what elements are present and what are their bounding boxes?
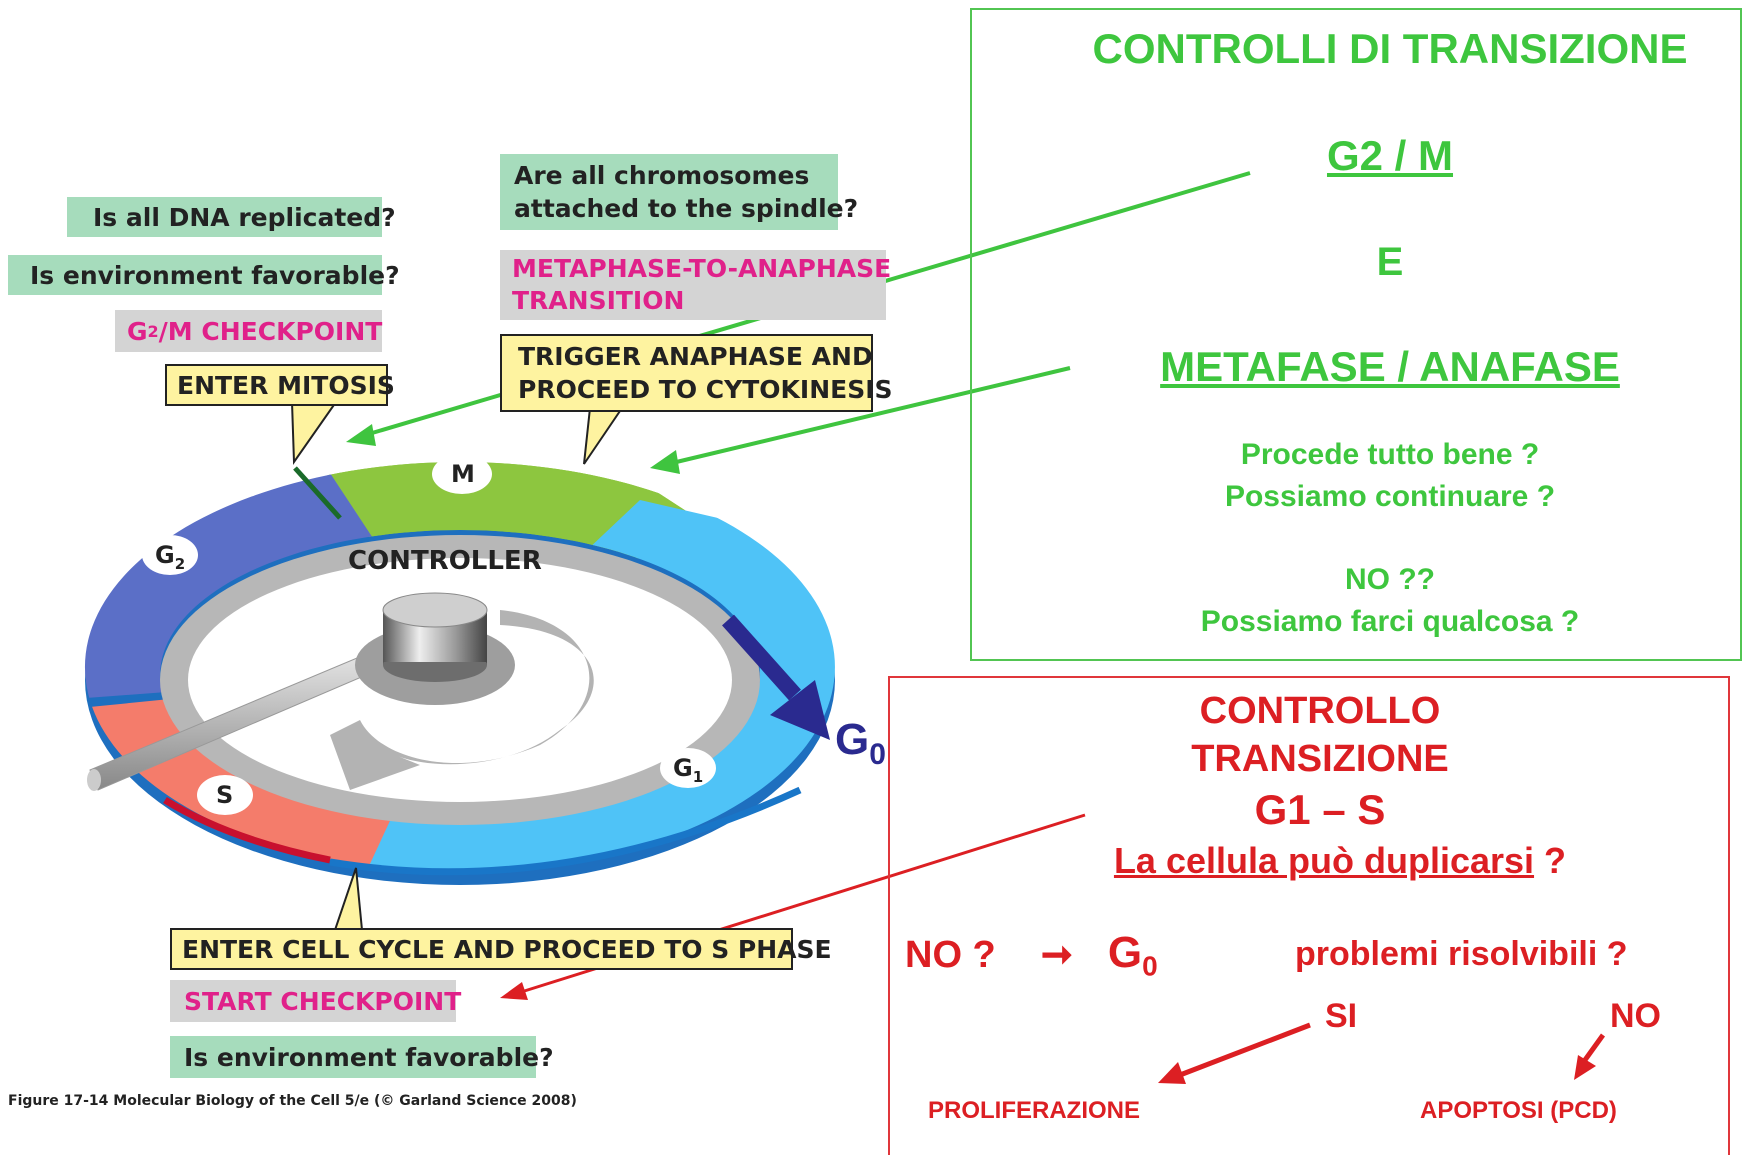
enter-cell-cycle-pointer [333, 867, 364, 931]
g2m-heading: G2 / M [1326, 132, 1454, 179]
solvable-problems-question: problemi risolvibili ? [1295, 935, 1628, 973]
enter-mitosis-pointer [290, 401, 338, 466]
no-question: NO ?? [1345, 563, 1435, 596]
controller-dial [355, 592, 515, 705]
g1s-control-panel [888, 676, 1730, 1155]
question-do-something: Possiamo farci qualcosa ? [1200, 605, 1580, 638]
phase-g2-badge [142, 535, 198, 575]
phase-s-label: S [216, 781, 234, 809]
and-heading: E [1376, 240, 1404, 284]
g0-label: G0 [835, 715, 886, 771]
phase-g2-label: G2 [155, 541, 186, 573]
trigger-anaphase-label: TRIGGER ANAPHASE AND PROCEED TO CYTOKINE… [500, 334, 893, 412]
duplicate-question: La cellula può duplicarsi ? [1113, 840, 1567, 881]
g1s-heading: G1 – S [1254, 786, 1386, 833]
phase-s-badge [197, 775, 253, 815]
no-to-g0: NO ? ➞ G0 [905, 928, 1158, 982]
green-panel-title: CONTROLLI DI TRANSIZIONE [1092, 25, 1688, 72]
controller-label: CONTROLLER [348, 546, 542, 576]
trigger-anaphase-pointer [583, 407, 624, 465]
phase-g1-label: G1 [673, 754, 704, 786]
metaphase-anaphase-label: METAPHASE-TO-ANAPHASE TRANSITION [500, 250, 891, 320]
figure-caption: Figure 17-14 Molecular Biology of the Ce… [8, 1093, 577, 1109]
transition-controls-panel [970, 8, 1742, 661]
phase-m-label: M [451, 460, 475, 488]
red-arrow-apoptosis [1574, 1033, 1606, 1080]
no-label: NO [1610, 997, 1661, 1035]
enter-cell-cycle-label: ENTER CELL CYCLE AND PROCEED TO S PHASE [170, 928, 832, 970]
enter-mitosis-label: ENTER MITOSIS [165, 364, 395, 406]
g0-arrow [722, 614, 830, 740]
metaphase-anaphase-heading: METAFASE / ANAFASE [1160, 343, 1620, 390]
red-arrow-proliferation [1158, 1022, 1311, 1084]
phase-g1-badge [660, 748, 716, 788]
environment-favorable-top-label: Is environment favorable? [8, 255, 400, 295]
chromosomes-attached-label: Are all chromosomes attached to the spin… [500, 154, 858, 230]
yes-label: SI [1325, 997, 1358, 1035]
right-arrow-icon: ➞ [1040, 934, 1073, 976]
red-panel-title-line2: TRANSIZIONE [1191, 738, 1449, 780]
start-checkpoint-label: START CHECKPOINT [170, 980, 461, 1022]
red-panel-title-line1: CONTROLLO [1199, 690, 1441, 732]
environment-favorable-bottom-label: Is environment favorable? [170, 1036, 554, 1078]
dna-replicated-label: Is all DNA replicated? [67, 197, 396, 237]
phase-m-badge [432, 454, 492, 494]
question-continue: Possiamo continuare ? [1224, 480, 1556, 513]
proliferation-label: PROLIFERAZIONE [928, 1097, 1141, 1124]
question-all-good: Procede tutto bene ? [1240, 438, 1540, 471]
controller-arrow [330, 610, 594, 790]
apoptosis-label: APOPTOSI (PCD) [1420, 1097, 1617, 1124]
green-arrow-metaphase [650, 366, 1071, 474]
